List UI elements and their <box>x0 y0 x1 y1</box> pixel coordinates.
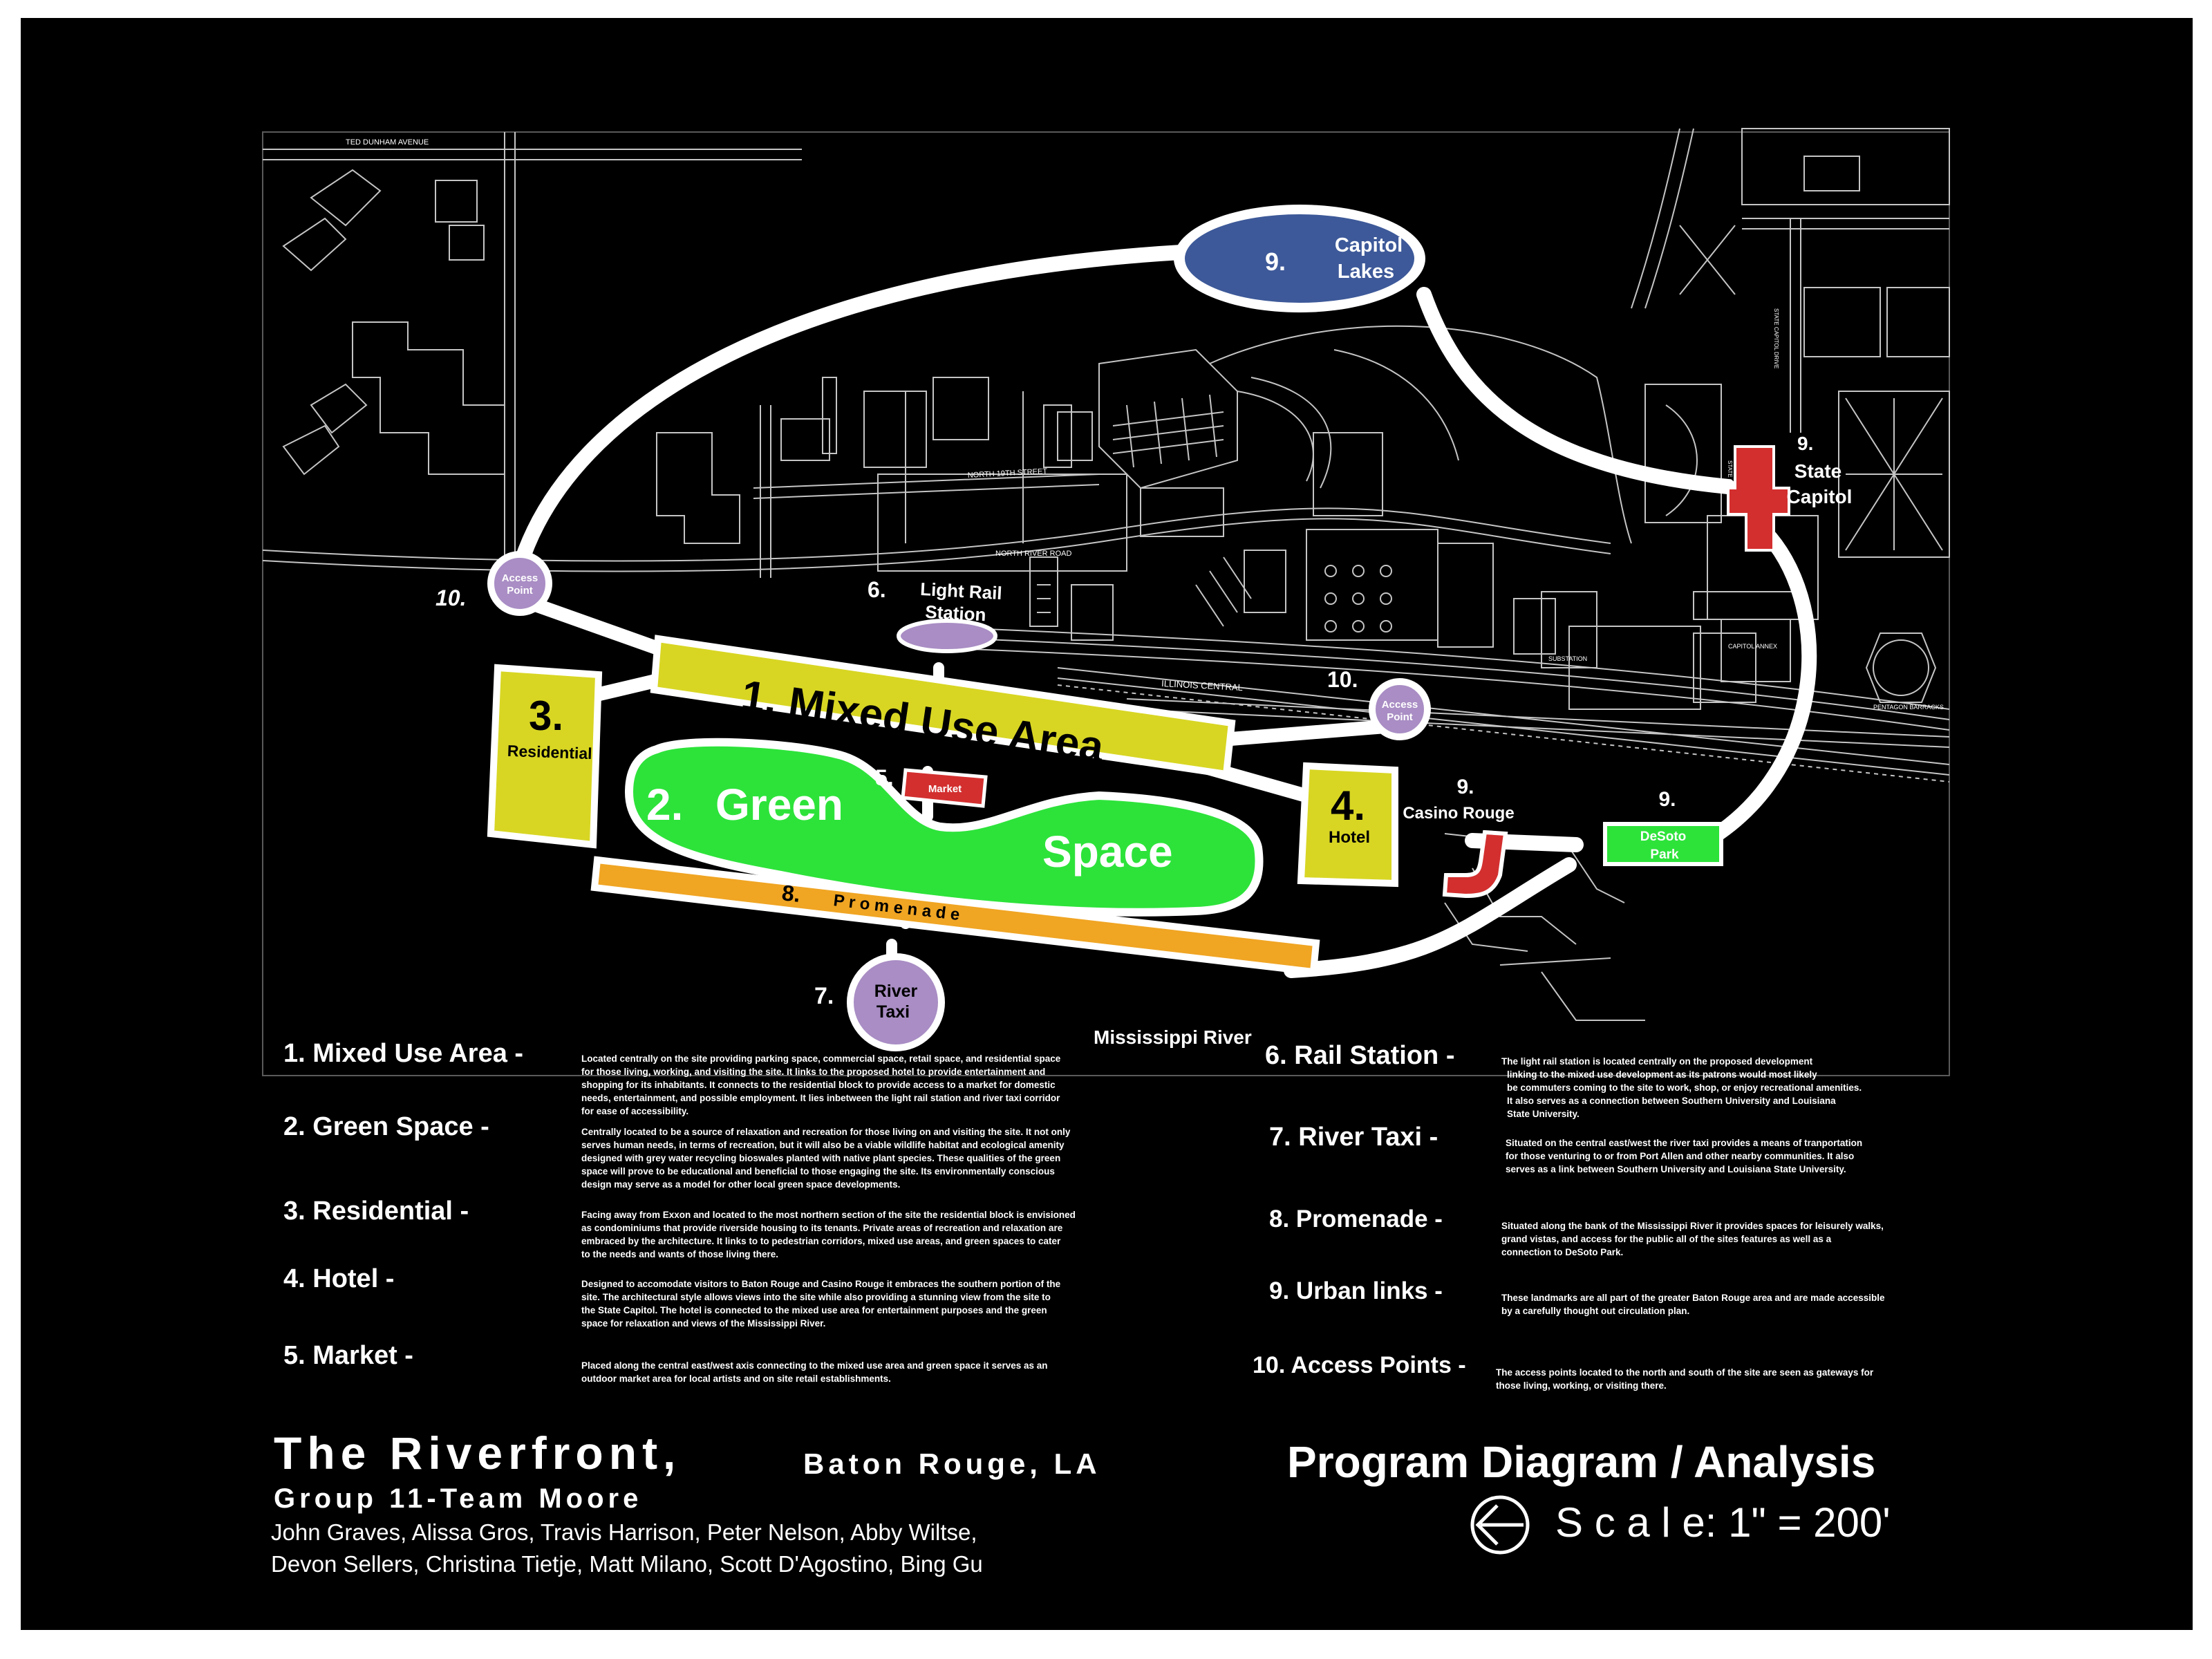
green-space-label-2: Space <box>1042 827 1173 877</box>
desoto-park-number: 9. <box>1658 788 1676 811</box>
market-label: Market <box>928 783 962 795</box>
legend-8-description: Situated along the bank of the Mississip… <box>1501 1221 1884 1257</box>
legend-5-description: Placed along the central east/west axis … <box>581 1360 1048 1384</box>
access-point-left: Access Point 10. <box>435 551 552 616</box>
building-label-capitol-annex: CAPITOL ANNEX <box>1728 643 1777 650</box>
casino-rouge-number: 9. <box>1456 776 1474 798</box>
legend-9-description: These landmarks are all part of the grea… <box>1501 1293 1885 1316</box>
street-label-state-capitol-drive: STATE CAPITOL DRIVE <box>1773 308 1779 368</box>
legend-5-label: 5. Market - <box>283 1341 413 1370</box>
presentation-board: TED DUNHAM AVENUE NORTH 19TH STREET NORT… <box>21 18 2193 1630</box>
north-arrow-icon <box>1470 1495 1530 1555</box>
green-space-zone: 2. Green Space <box>624 738 1264 917</box>
access-point-left-number: 10. <box>435 585 466 610</box>
light-rail-label-1: Light Rail <box>920 579 1003 603</box>
legend-3-description: Facing away from Exxon and located to th… <box>581 1210 1076 1259</box>
project-location: Baton Rouge, LA <box>803 1447 1101 1480</box>
access-point-left-label-1: Access <box>502 572 538 584</box>
legend-7-label: 7. River Taxi - <box>1269 1123 1438 1152</box>
legend-8-label: 8. Promenade - <box>1269 1206 1443 1232</box>
legend-1-description: Located centrally on the site providing … <box>581 1053 1061 1116</box>
river-label: Mississippi River <box>1094 1027 1252 1048</box>
river-taxi-number: 7. <box>814 983 834 1009</box>
legend-2-label: 2. Green Space - <box>283 1112 489 1141</box>
state-capitol-label-2: Capitol <box>1787 486 1853 507</box>
light-rail-station-node: 6. Light Rail Station <box>868 577 1003 653</box>
promenade-number: 8. <box>780 880 802 907</box>
capitol-lakes-label-1: Capitol <box>1335 234 1403 256</box>
capitol-lakes-number: 9. <box>1265 247 1286 276</box>
promenade-zone: 8. P r o m e n a d e <box>590 856 1320 976</box>
legend-6-description: The light rail station is located centra… <box>1501 1056 1862 1119</box>
desoto-park-label-2: Park <box>1650 847 1679 862</box>
scale-label: S c a l e: 1" = 200' <box>1555 1499 1891 1546</box>
legend-6-label: 6. Rail Station - <box>1265 1041 1455 1070</box>
access-point-right-label-1: Access <box>1382 699 1418 711</box>
group-name: Group 11-Team Moore <box>274 1483 643 1514</box>
capitol-lakes-label-2: Lakes <box>1338 261 1394 283</box>
green-space-label-1: Green <box>715 780 843 830</box>
building-label-substation: SUBSTATION <box>1548 655 1587 662</box>
river-taxi-node: River Taxi 7. <box>814 953 945 1051</box>
legend-7-description: Situated on the central east/west the ri… <box>1506 1138 1863 1174</box>
casino-rouge-node: 9. Casino Rouge <box>1403 776 1515 899</box>
desoto-park-label-1: DeSoto <box>1640 830 1687 844</box>
desoto-park-node: DeSoto Park 9. <box>1603 788 1723 866</box>
hotel-label: Hotel <box>1329 828 1370 847</box>
legend-10-description: The access points located to the north a… <box>1496 1367 1874 1391</box>
light-rail-label-2: Station <box>925 601 987 626</box>
hotel-zone: 4. Hotel <box>1297 762 1398 888</box>
team-members-line-2: Devon Sellers, Christina Tietje, Matt Mi… <box>271 1551 983 1577</box>
river-taxi-label-2: Taxi <box>877 1002 910 1022</box>
legend-2-description: Centrally located to be a source of rela… <box>581 1127 1071 1190</box>
green-space-number: 2. <box>646 780 683 830</box>
residential-number: 3. <box>529 693 563 739</box>
project-title: The Riverfront, <box>274 1427 682 1479</box>
state-capitol-number: 9. <box>1797 433 1813 454</box>
sheet-title: Program Diagram / Analysis <box>1287 1437 1876 1487</box>
light-rail-number: 6. <box>868 577 886 602</box>
access-point-right: Access Point 10. <box>1327 667 1431 740</box>
street-label-illinois-central: ILLINOIS CENTRAL <box>1161 678 1243 693</box>
legend-4-description: Designed to accomodate visitors to Baton… <box>581 1279 1061 1329</box>
capitol-lakes-node: 9. Capitol Lakes <box>1174 205 1425 312</box>
site-plan-map: TED DUNHAM AVENUE NORTH 19TH STREET NORT… <box>262 128 1950 1076</box>
market-number: 5. <box>875 765 894 790</box>
residential-zone: 3. Residential <box>487 664 603 849</box>
state-capitol-label-1: State <box>1794 460 1841 482</box>
legend-10-label: 10. Access Points - <box>1253 1352 1466 1378</box>
market-node: Market 5. <box>875 765 988 808</box>
access-point-right-label-2: Point <box>1387 711 1413 723</box>
state-capitol-node: 9. State Capitol <box>1727 433 1853 552</box>
legend-9-label: 9. Urban links - <box>1269 1277 1443 1304</box>
access-point-left-label-2: Point <box>507 585 533 597</box>
legend-1-label: 1. Mixed Use Area - <box>283 1039 524 1068</box>
team-members-line-1: John Graves, Alissa Gros, Travis Harriso… <box>271 1519 977 1545</box>
building-label-pentagon-barracks: PENTAGON BARRACKS <box>1873 704 1944 711</box>
casino-rouge-label: Casino Rouge <box>1403 804 1514 823</box>
hotel-number: 4. <box>1331 782 1365 829</box>
legend-4-label: 4. Hotel - <box>283 1264 395 1293</box>
access-point-right-number: 10. <box>1327 667 1358 692</box>
residential-label: Residential <box>507 742 593 762</box>
legend-3-label: 3. Residential - <box>283 1197 469 1226</box>
river-taxi-label-1: River <box>874 982 918 1001</box>
street-label-north-river-road: NORTH RIVER ROAD <box>995 550 1071 558</box>
street-label-ted-dunham: TED DUNHAM AVENUE <box>346 138 429 147</box>
